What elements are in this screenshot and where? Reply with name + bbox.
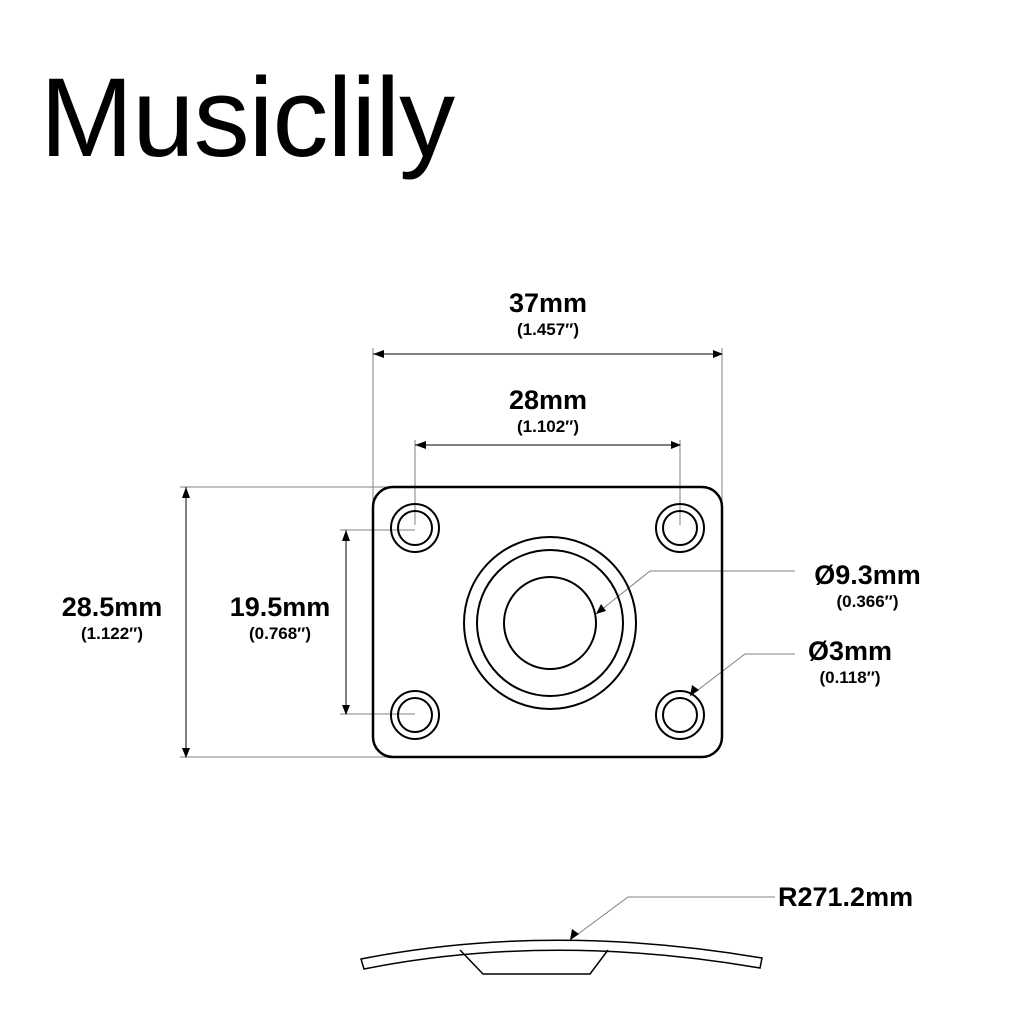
overall-height-label: 28.5mm (1.122″) [61, 592, 163, 643]
center-hole-diameter-label: Ø9.3mm (0.366″) [814, 560, 921, 611]
hole-spacing-height-label: 19.5mm (0.768″) [229, 592, 331, 643]
extension-lines [180, 348, 795, 941]
overall-width-label: 37mm (1.457″) [508, 288, 588, 339]
curvature-radius-label: R271.2mm [778, 882, 914, 912]
arrowheads [182, 350, 699, 940]
brand-logo-text: Musiclily [40, 55, 455, 180]
plate-outline [371, 485, 724, 759]
screw-hole-diameter-label: Ø3mm (0.118″) [807, 636, 893, 687]
dimension-lines [182, 350, 723, 758]
side-profile [360, 939, 763, 975]
hole-spacing-width-label: 28mm (1.102″) [508, 385, 588, 436]
